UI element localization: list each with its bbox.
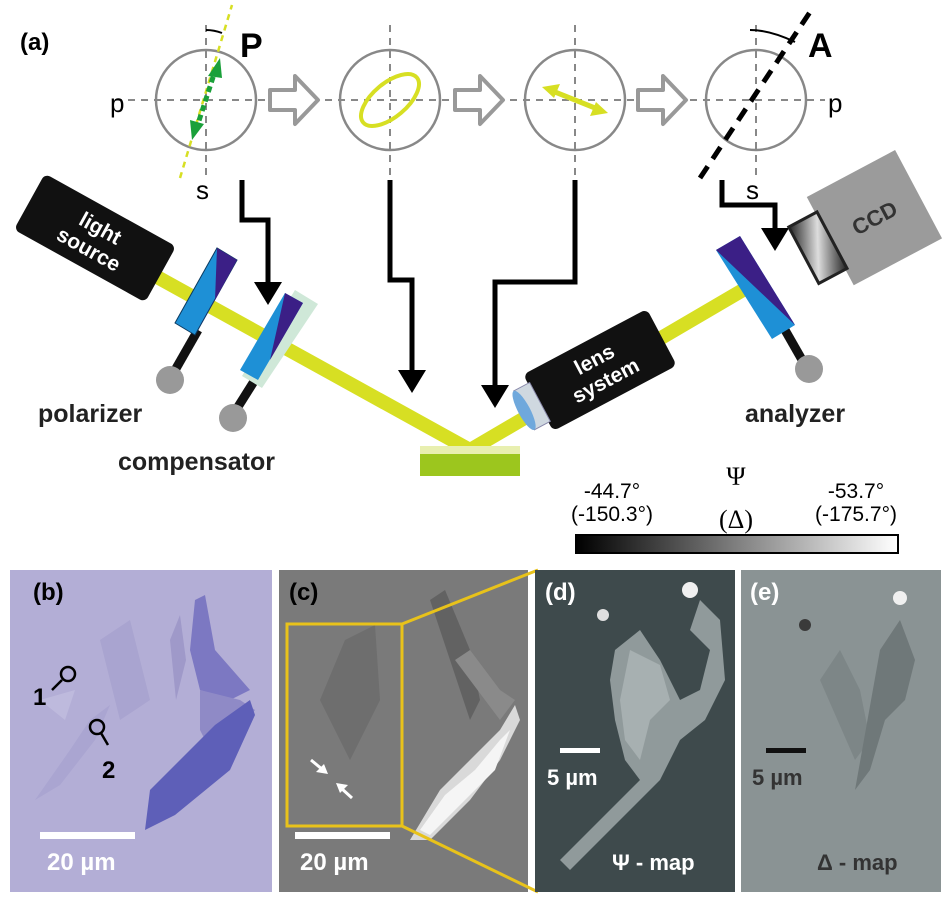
colorbar-delta: (Δ) bbox=[719, 505, 753, 534]
zoom-connector bbox=[401, 568, 539, 894]
panel-e-label: (e) bbox=[750, 579, 779, 606]
polarizer-element bbox=[156, 247, 238, 394]
panel-c-scale: 20 µm bbox=[300, 849, 369, 876]
panel-e-scale: 5 µm bbox=[752, 765, 803, 790]
indicator-arrows bbox=[239, 180, 778, 392]
panel-b-marker-2: 2 bbox=[102, 757, 115, 784]
panel-d-label: (d) bbox=[545, 579, 576, 606]
panel-e-map-label: Δ - map bbox=[817, 850, 898, 875]
panel-b-label: (b) bbox=[33, 579, 64, 606]
state-arrow-2 bbox=[453, 74, 505, 126]
state-arrow-3 bbox=[636, 74, 688, 126]
sample bbox=[420, 446, 520, 476]
polarization-state-4 bbox=[690, 10, 825, 180]
analyzer-element bbox=[716, 236, 823, 383]
colorbar: Ψ (Δ) -44.7° (-150.3°) -53.7° (-175.7°) bbox=[571, 462, 899, 554]
ccd-camera: CCD bbox=[786, 150, 943, 286]
s-axis-label-left: s bbox=[196, 175, 209, 205]
indicator-arrowheads bbox=[254, 228, 789, 408]
panel-c-label: (c) bbox=[289, 579, 318, 606]
s-axis-label-right: s bbox=[746, 175, 759, 205]
panel-d-map-label: Ψ - map bbox=[612, 850, 695, 875]
p-axis-label-left: p bbox=[110, 88, 124, 118]
panel-c bbox=[279, 570, 528, 892]
colorbar-min: -44.7° bbox=[584, 480, 640, 503]
colorbar-gradient bbox=[575, 534, 899, 554]
polarization-state-3 bbox=[510, 25, 640, 175]
polarization-state-2 bbox=[325, 25, 455, 175]
polarization-state-1 bbox=[115, 4, 300, 179]
panel-b-marker-1: 1 bbox=[33, 684, 46, 711]
colorbar-max: -53.7° bbox=[828, 480, 884, 503]
panel-a: (a) P p s bbox=[16, 4, 943, 476]
light-source: light source bbox=[16, 175, 174, 301]
panel-a-label: (a) bbox=[20, 29, 49, 56]
panel-d bbox=[535, 570, 735, 892]
state-arrow-1 bbox=[268, 74, 320, 126]
compensator-element bbox=[219, 290, 318, 432]
panel-d-scale: 5 µm bbox=[547, 765, 598, 790]
polarizer-symbol: P bbox=[240, 27, 263, 65]
analyzer-label: analyzer bbox=[745, 400, 845, 428]
polarizer-label: polarizer bbox=[38, 400, 142, 428]
p-axis-label-right: p bbox=[828, 88, 842, 118]
lens-system: lens system bbox=[512, 310, 675, 431]
colorbar-max-delta: (-175.7°) bbox=[815, 503, 897, 526]
panel-b bbox=[10, 570, 272, 892]
panel-e bbox=[741, 570, 941, 892]
panel-b-scale: 20 µm bbox=[47, 849, 116, 876]
analyzer-symbol: A bbox=[808, 27, 833, 65]
colorbar-min-delta: (-150.3°) bbox=[571, 503, 653, 526]
compensator-label: compensator bbox=[118, 448, 275, 476]
colorbar-psi: Ψ bbox=[726, 462, 746, 491]
